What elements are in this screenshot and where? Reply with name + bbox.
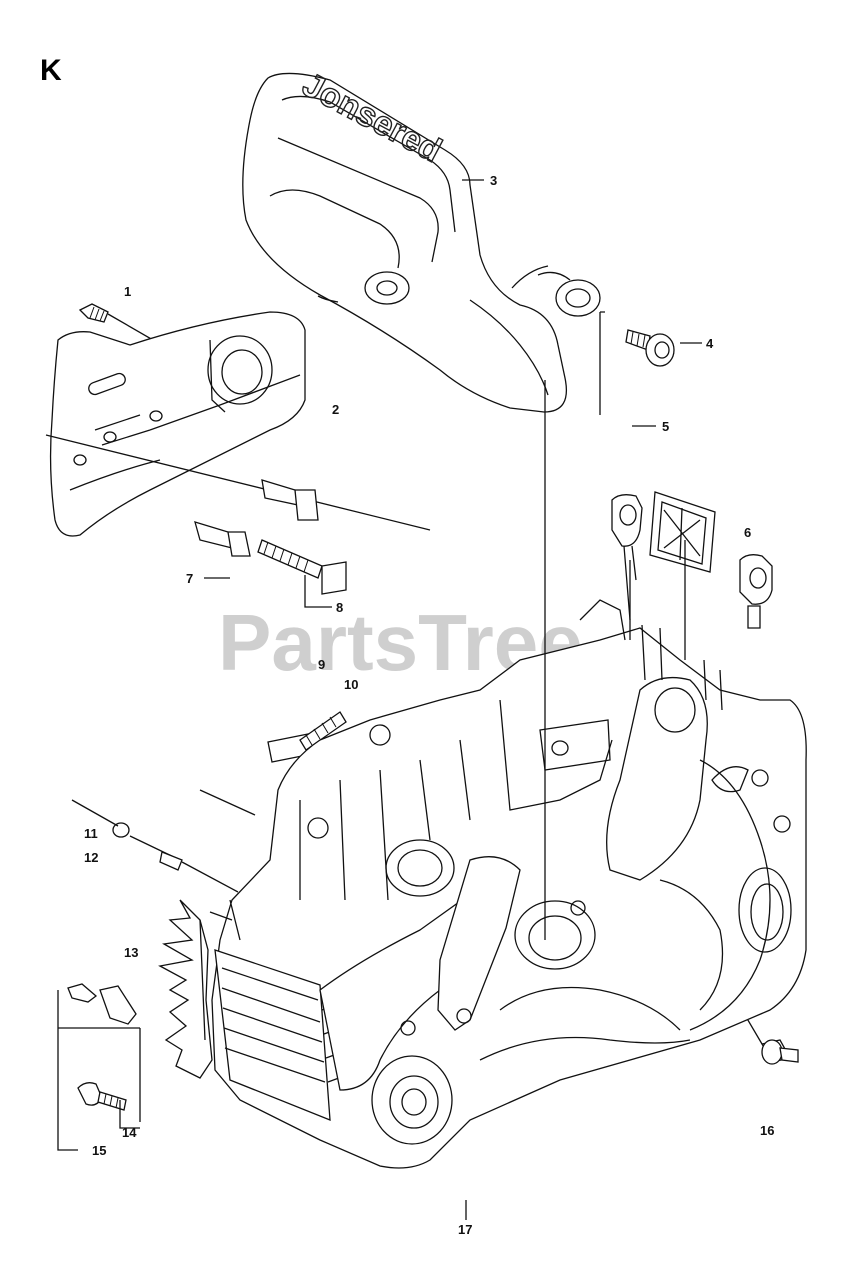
spike-bumper-part-13 [158, 899, 213, 1079]
callout-5: 5 [662, 419, 669, 434]
callout-3: 3 [490, 173, 497, 188]
callout-13: 13 [124, 945, 138, 960]
side-plate-part-2 [45, 311, 431, 537]
callout-6: 6 [744, 525, 751, 540]
screw-part-14 [77, 1082, 140, 1129]
callout-9: 9 [318, 657, 325, 672]
screw-part-15 [57, 983, 141, 1151]
callout-16: 16 [760, 1123, 774, 1138]
section-letter: K [40, 54, 62, 87]
callout-labels: 1 2 3 4 5 6 7 8 9 10 11 12 13 14 15 16 1… [84, 173, 774, 1237]
callout-14: 14 [122, 1125, 137, 1140]
pin-part-7 [194, 479, 319, 557]
callout-15: 15 [92, 1143, 106, 1158]
av-element-part-6 [739, 554, 773, 629]
crankcase-part-17 [199, 380, 807, 1169]
av-element-part-5 [611, 491, 716, 621]
bolt-part-4 [599, 311, 675, 415]
callout-1: 1 [124, 284, 131, 299]
callout-2: 2 [332, 402, 339, 417]
nut-part-12 [159, 851, 239, 893]
callout-4: 4 [706, 336, 714, 351]
callout-17: 17 [458, 1222, 472, 1237]
spring-part-8 [257, 539, 347, 608]
callout-12: 12 [84, 850, 98, 865]
callout-10: 10 [344, 677, 358, 692]
callout-8: 8 [336, 600, 343, 615]
callout-11: 11 [84, 826, 98, 841]
callout-7: 7 [186, 571, 193, 586]
